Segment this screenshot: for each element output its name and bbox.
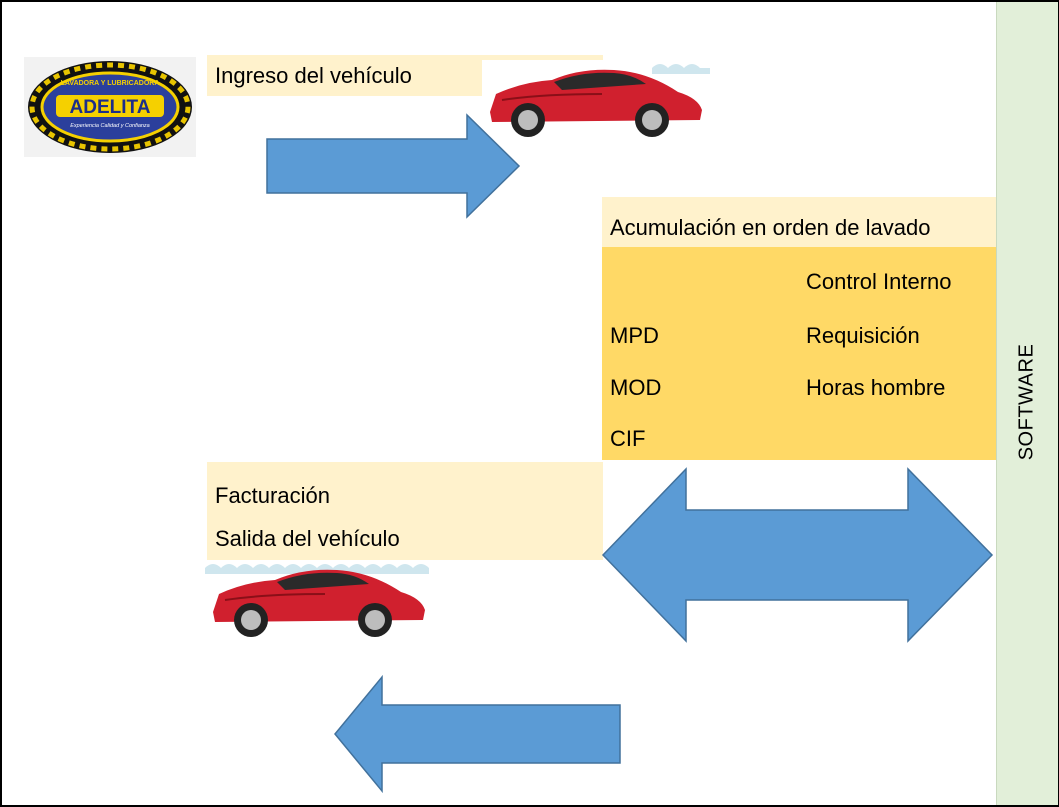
car-image-exit xyxy=(201,560,433,640)
cost-item-label: MOD xyxy=(610,375,662,400)
arrow-right xyxy=(264,112,524,220)
billing-label: Facturación xyxy=(215,483,330,508)
car-image-entry xyxy=(482,60,710,140)
control-item-label: Requisición xyxy=(806,323,920,348)
software-label: SOFTWARE xyxy=(1015,343,1038,461)
order-title-box: Acumulación en orden de lavado xyxy=(602,197,996,247)
logo-top-text: LAVADORA Y LUBRICADORA xyxy=(61,80,160,87)
cost-item-label: MPD xyxy=(610,323,659,348)
logo-tagline: Experiencia Calidad y Confianza xyxy=(70,123,150,129)
departure-label: Salida del vehículo xyxy=(215,526,400,551)
exit-label-box: Facturación Salida del vehículo xyxy=(207,462,603,560)
logo-name: ADELITA xyxy=(70,97,151,118)
control-item-label: Horas hombre xyxy=(806,375,946,400)
arrow-left xyxy=(332,674,624,794)
entry-label: Ingreso del vehículo xyxy=(215,63,412,88)
control-interno-header: Control Interno xyxy=(806,269,952,294)
cost-item-label: CIF xyxy=(610,426,646,451)
order-details-box: Control Interno MPD Requisición MOD Hora… xyxy=(602,247,996,460)
arrow-double xyxy=(600,466,996,644)
adelita-logo: ADELITA LAVADORA Y LUBRICADORA Experienc… xyxy=(24,57,196,157)
order-title: Acumulación en orden de lavado xyxy=(610,215,931,240)
software-sidebar: SOFTWARE xyxy=(996,2,1058,805)
